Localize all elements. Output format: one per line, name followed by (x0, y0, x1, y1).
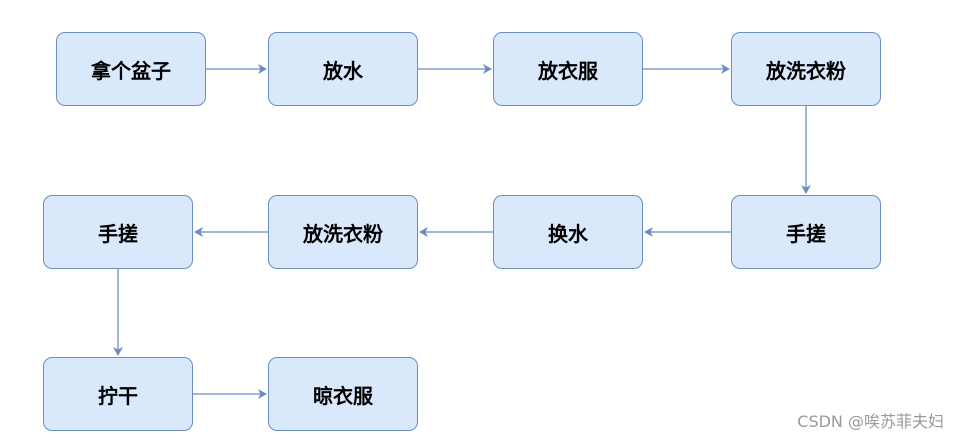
step-node-2: 放水 (268, 32, 418, 106)
step-label-10: 晾衣服 (313, 383, 373, 408)
step-label-9: 拧干 (98, 383, 138, 408)
step-label-3: 放衣服 (538, 58, 598, 83)
step-node-9: 拧干 (43, 357, 193, 431)
step-node-5: 手搓 (731, 195, 881, 269)
step-node-6: 换水 (493, 195, 643, 269)
step-label-6: 换水 (548, 221, 588, 246)
step-node-7: 放洗衣粉 (268, 195, 418, 269)
step-label-7: 放洗衣粉 (303, 221, 383, 246)
step-label-2: 放水 (323, 58, 363, 83)
step-node-10: 晾衣服 (268, 357, 418, 431)
step-node-8: 手搓 (43, 195, 193, 269)
step-label-5: 手搓 (786, 221, 826, 246)
step-label-8: 手搓 (98, 221, 138, 246)
watermark-text: CSDN @唉苏菲夫妇 (797, 412, 944, 431)
step-node-3: 放衣服 (493, 32, 643, 106)
step-node-1: 拿个盆子 (56, 32, 206, 106)
step-label-4: 放洗衣粉 (766, 58, 846, 83)
step-node-4: 放洗衣粉 (731, 32, 881, 106)
step-label-1: 拿个盆子 (91, 58, 171, 83)
